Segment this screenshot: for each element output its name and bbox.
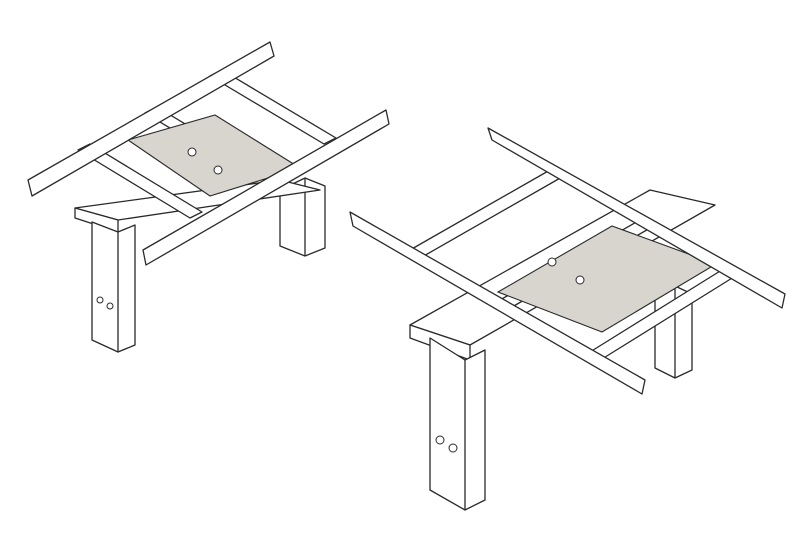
right-support-post-front — [429, 337, 486, 511]
right-ladder-rail-front — [349, 211, 646, 395]
right-assembly — [349, 127, 786, 511]
right-ladder-rail-rear — [487, 127, 786, 309]
left-support-post-rear — [279, 177, 326, 257]
left-support-post-front — [91, 221, 136, 353]
left-assembly — [27, 41, 390, 353]
left-ladder-rail-rear — [27, 41, 275, 197]
left-ladder-rail-front — [142, 109, 390, 266]
